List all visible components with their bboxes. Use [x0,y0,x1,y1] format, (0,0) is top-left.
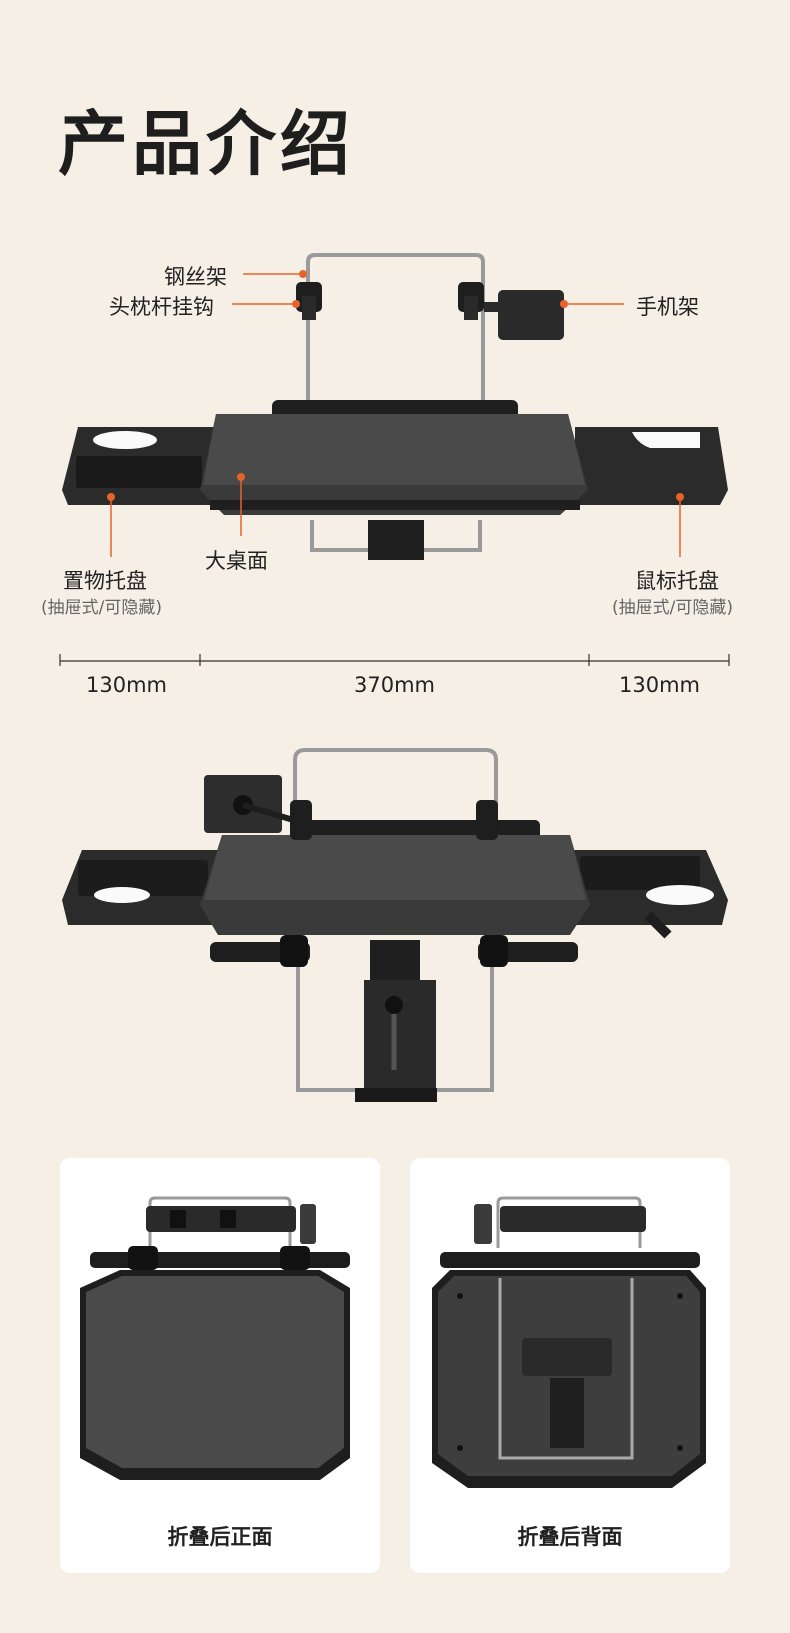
folded-back-panel: 折叠后背面 [410,1158,730,1573]
callout-storage-tray-note: (抽屉式/可隐藏) [41,598,162,618]
tray-front-view-image [62,748,728,1102]
callout-headrest-hook: 头枕杆挂钩 [109,295,214,319]
callout-mouse-tray-note: (抽屉式/可隐藏) [612,598,733,618]
dimension-center: 370mm [354,673,435,697]
dimension-line [59,654,730,666]
callout-large-desk: 大桌面 [205,549,268,573]
dimension-right: 130mm [619,673,700,697]
tray-top-view-image [62,253,728,560]
folded-back-caption: 折叠后背面 [517,1525,623,1549]
callout-wire-rack: 钢丝架 [164,265,227,289]
callout-mouse-tray: 鼠标托盘 [635,569,719,593]
callout-phone-holder: 手机架 [636,295,699,319]
folded-front-caption: 折叠后正面 [167,1525,273,1549]
folded-back-image [432,1196,706,1488]
dimension-left: 130mm [86,673,167,697]
folded-front-image [80,1196,350,1480]
folded-front-panel: 折叠后正面 [60,1158,380,1573]
page-title: 产品介绍 [58,103,354,185]
callout-storage-tray: 置物托盘 [63,569,147,593]
